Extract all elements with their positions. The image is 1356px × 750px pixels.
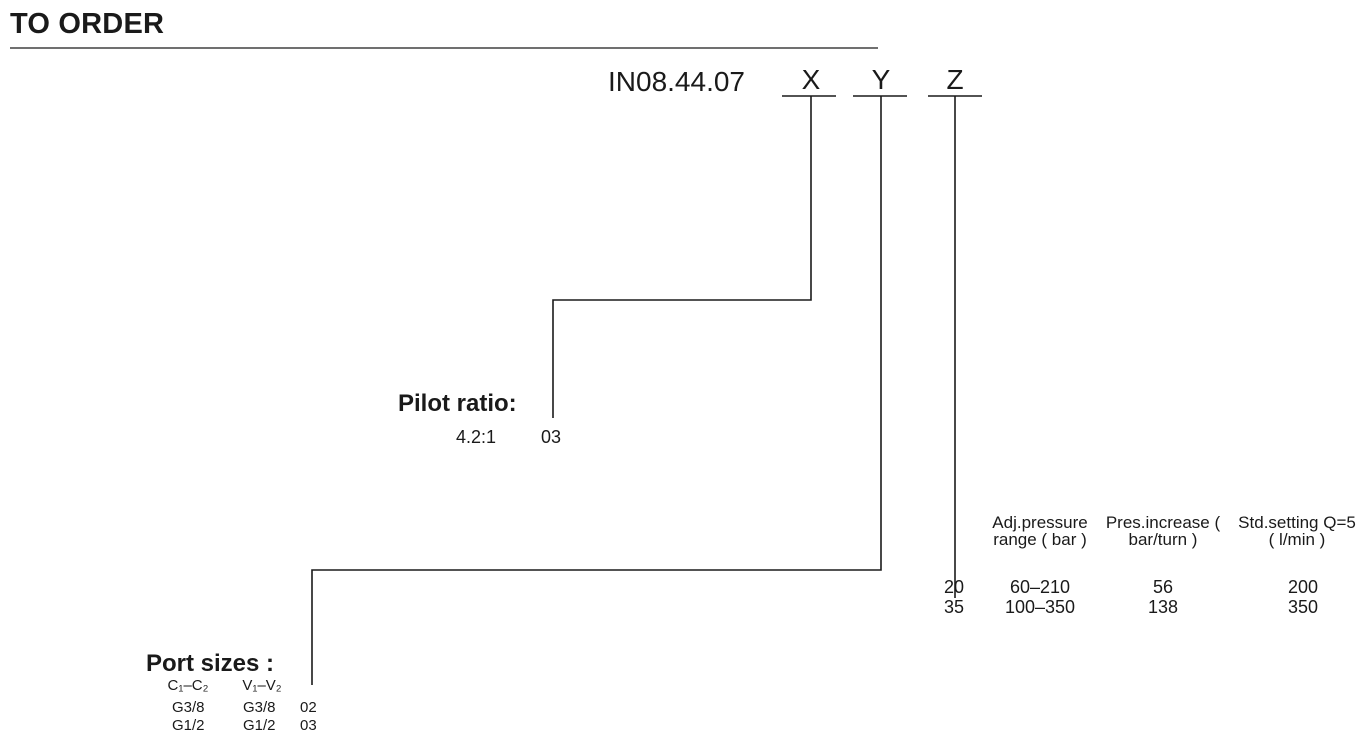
port-sizes-label: Port sizes : <box>146 650 275 677</box>
pressure-row-1-range: 60–210 <box>1009 577 1071 597</box>
order-code-y: Y <box>871 64 891 95</box>
port-row-1-code: 02 <box>300 699 317 716</box>
port-col-c-header: C₁–C₂ <box>167 677 209 694</box>
port-row-2-c: G1/2 <box>172 717 205 734</box>
header-pres-increase: Pres.increase ( bar/turn ) <box>1105 513 1221 549</box>
pilot-ratio-label: Pilot ratio: <box>398 390 517 417</box>
page-title: TO ORDER <box>10 8 165 40</box>
pressure-row-1-code: 20 <box>944 577 965 597</box>
pilot-ratio-value: 4.2:1 <box>456 427 497 447</box>
port-col-v-header: V₁–V₂ <box>242 677 282 694</box>
port-row-2-v: G1/2 <box>243 717 276 734</box>
header-adj-pressure-range: Adj.pressure range ( bar ) <box>992 513 1088 549</box>
order-code-z: Z <box>946 64 964 95</box>
order-code-base: IN08.44.07 <box>608 66 745 97</box>
order-code-x: X <box>801 64 821 95</box>
port-row-1-c: G3/8 <box>172 699 205 716</box>
header-std-setting: Std.setting Q=5 ( l/min ) <box>1238 513 1356 549</box>
x-connector <box>552 96 812 418</box>
pressure-row-2-increase: 138 <box>1147 597 1179 617</box>
pilot-ratio-code: 03 <box>541 427 562 447</box>
y-connector <box>311 96 882 685</box>
port-row-2-code: 03 <box>300 717 317 734</box>
pressure-row-2-setting: 350 <box>1287 597 1318 617</box>
port-row-1-v: G3/8 <box>243 699 276 716</box>
pressure-row-2-code: 35 <box>944 597 965 617</box>
pressure-row-1-increase: 56 <box>1152 577 1174 597</box>
pressure-row-2-range: 100–350 <box>1004 597 1076 617</box>
pressure-row-1-setting: 200 <box>1287 577 1318 597</box>
